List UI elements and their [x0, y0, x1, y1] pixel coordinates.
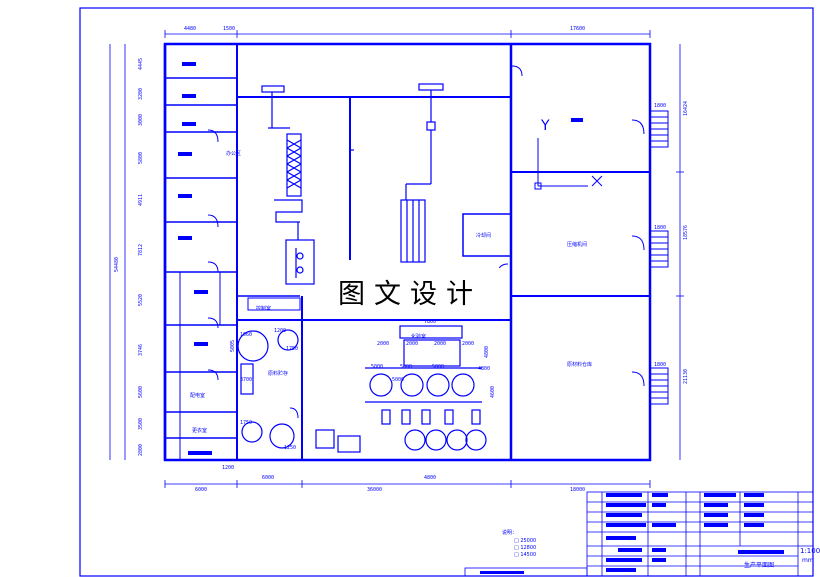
- dim-bottom-2: 6000: [262, 475, 275, 481]
- dim-eq-5: 5000: [371, 364, 384, 370]
- dim-left-10: 3500: [138, 417, 144, 430]
- dim-right-1: 16424: [683, 100, 689, 116]
- dim-right-2: 18576: [683, 224, 689, 240]
- dim-left-6: 7812: [138, 243, 144, 256]
- room-label-power: 配电室: [190, 393, 206, 399]
- dim-eq-6: 5000: [400, 364, 413, 370]
- dim-eq-15: 1750: [240, 420, 253, 426]
- room-label-raw-warehouse: 原材料仓库: [567, 362, 593, 368]
- dim-left-9: 5600: [138, 385, 144, 398]
- room-label-cooling: 冷却间: [476, 233, 492, 239]
- process-line-1: [261, 85, 315, 285]
- dim-eq-14: 1750: [286, 346, 299, 352]
- dim-left-2: 3200: [138, 87, 144, 100]
- dim-eq-20: 2000: [406, 341, 419, 347]
- dim-eq-18: 1250: [284, 445, 297, 451]
- legend-item-1: □ 25000: [514, 538, 537, 544]
- office-room: [247, 297, 301, 311]
- dim-eq-12: 1060: [240, 332, 253, 338]
- tank-group: [365, 325, 487, 451]
- dim-eq-3: 1800: [654, 362, 667, 368]
- room-label-lab: 化验室: [411, 334, 427, 340]
- door-arc: [631, 119, 645, 135]
- dim-bottom-3: 4800: [424, 475, 437, 481]
- legend-item-3: □ 14500: [514, 552, 537, 558]
- legend-title: 说明：: [502, 530, 518, 536]
- dim-eq-11: 4800: [478, 366, 491, 372]
- door-arc: [631, 371, 645, 387]
- dim-top-3: 17600: [570, 26, 586, 32]
- ucs-axis-icon: [534, 138, 603, 190]
- room-label-changing: 更衣室: [192, 428, 208, 434]
- dim-left-8: 3746: [138, 343, 144, 356]
- dim-eq-10: 4600: [490, 385, 496, 398]
- lab-room: [462, 213, 512, 257]
- room-label-office: 办公区: [226, 151, 242, 157]
- door-arc: [207, 261, 219, 273]
- dim-eq-16: 5005: [230, 339, 236, 352]
- drawing-unit: mm: [802, 557, 814, 564]
- door-arc: [207, 214, 219, 228]
- left-lower-equipment: [237, 329, 361, 453]
- dim-bottom-5: 18000: [570, 487, 586, 493]
- dim-top-2: 1500: [223, 26, 236, 32]
- dim-eq-9: 4800: [484, 345, 490, 358]
- dim-eq-22: 2000: [462, 341, 475, 347]
- dim-bottom-4: 36000: [367, 487, 383, 493]
- door-arc: [289, 407, 299, 419]
- text-marks: [178, 62, 784, 574]
- dim-left-5: 4911: [138, 193, 144, 206]
- dim-eq-13: 1200: [274, 328, 287, 334]
- dim-left-3: 3000: [138, 113, 144, 126]
- dim-eq-7: 5000: [432, 364, 445, 370]
- dim-bottom-1: 6000: [195, 487, 208, 493]
- dim-eq-17: 3700: [240, 377, 253, 383]
- door-arc: [207, 129, 219, 143]
- dim-eq-21: 2000: [434, 341, 447, 347]
- dim-bottom-6: 1200: [222, 465, 235, 471]
- legend-item-2: □ 12800: [514, 545, 537, 551]
- door-arc: [207, 317, 219, 329]
- stair-3: [649, 367, 669, 405]
- stair-1: [649, 110, 669, 148]
- dim-eq-2: 1800: [654, 225, 667, 231]
- room-label-control: 控制室: [256, 306, 272, 312]
- watermark-text: 图文设计: [318, 268, 502, 314]
- dim-eq-1: 1800: [654, 103, 667, 109]
- dim-left-7: 5520: [138, 293, 144, 306]
- dim-top-1: 4480: [184, 26, 197, 32]
- drawing-frame: [79, 7, 814, 577]
- dim-right-3: 21130: [683, 368, 689, 384]
- process-line-2: [350, 83, 444, 263]
- door-arc: [207, 369, 219, 381]
- title-block: [464, 491, 814, 577]
- axis-y-label: Y: [541, 118, 550, 134]
- dim-left-1: 4445: [138, 57, 144, 70]
- drawing-scale: 1:100: [800, 547, 820, 555]
- dim-left-total: 54480: [114, 256, 120, 272]
- door-arc: [631, 235, 645, 251]
- drawing-title: 生产平面图: [744, 562, 775, 569]
- dim-left-11: 2800: [138, 443, 144, 456]
- dim-eq-4: 7800: [424, 319, 437, 325]
- room-label-storage: 原料贮存: [268, 371, 289, 377]
- dim-eq-19: 2000: [377, 341, 390, 347]
- dim-eq-8: 5000: [392, 377, 405, 383]
- door-arc: [511, 65, 523, 77]
- dimension-lines: [109, 30, 684, 488]
- dim-left-4: 5800: [138, 151, 144, 164]
- room-label-compressor: 压缩机间: [567, 242, 588, 248]
- stair-2: [649, 230, 669, 268]
